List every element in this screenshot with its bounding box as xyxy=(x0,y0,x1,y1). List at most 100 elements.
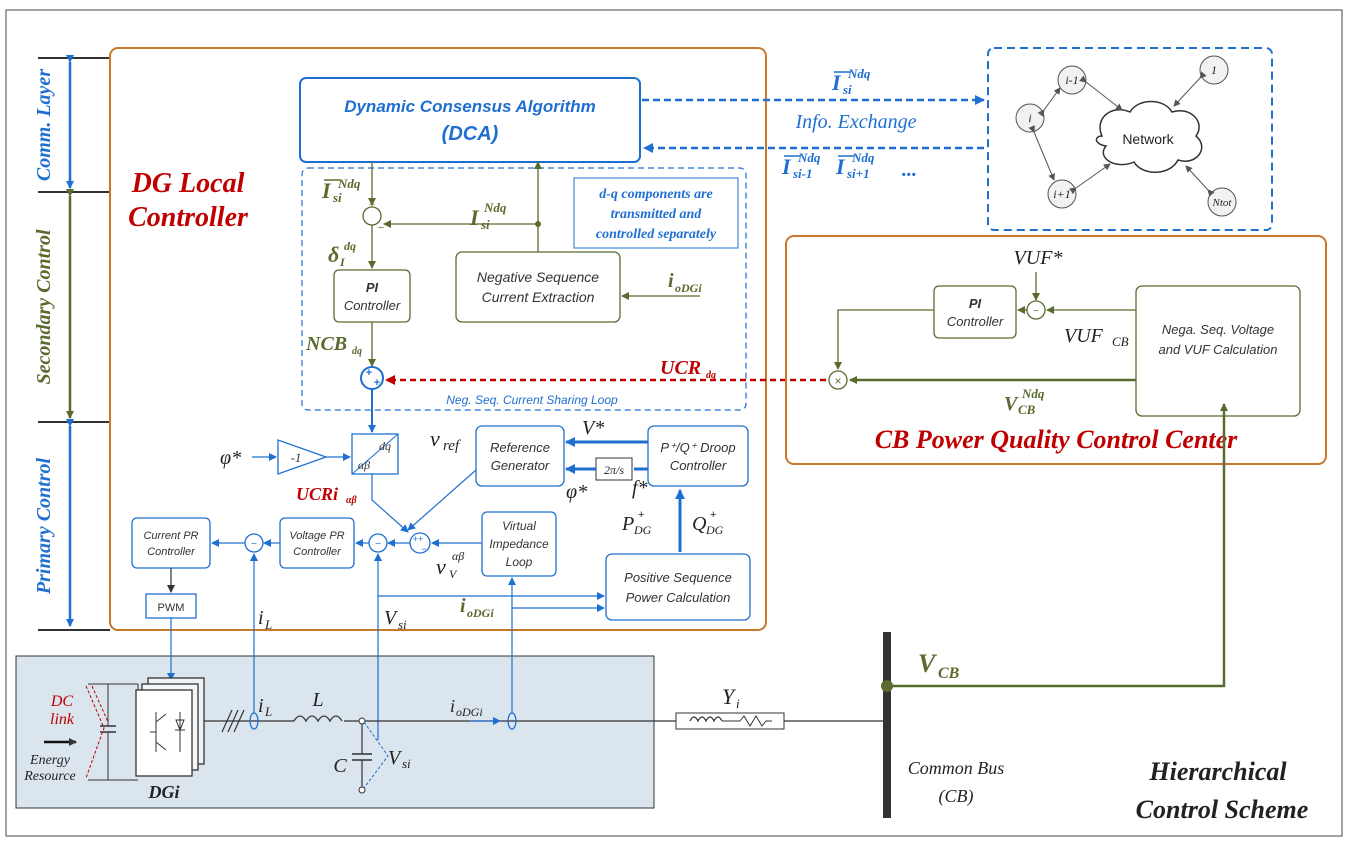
dc-link xyxy=(85,683,138,781)
svg-text:Ndq: Ndq xyxy=(797,150,821,165)
svg-text:DG: DG xyxy=(633,523,652,537)
primary-control-label: Primary Control xyxy=(33,457,55,595)
svg-text:Ntot: Ntot xyxy=(1212,197,1233,209)
dca-box xyxy=(299,77,641,163)
svg-text:Nega. Seq. Voltage: Nega. Seq. Voltage xyxy=(1162,322,1274,337)
svg-text:dq: dq xyxy=(379,439,391,453)
i-odgi-lower-label: i oDGi xyxy=(450,696,483,719)
v-star-label: V* xyxy=(582,417,604,439)
vuf-star-label: VUF* xyxy=(1014,247,1063,269)
svg-text:v: v xyxy=(436,554,446,579)
svg-text:I: I xyxy=(835,154,846,179)
svg-text:CB: CB xyxy=(1018,402,1036,417)
svg-text:v: v xyxy=(430,426,440,451)
v-ref-label: v ref xyxy=(430,426,461,454)
dca-line1: Dynamic Consensus Algorithm xyxy=(344,97,596,116)
svg-text:i: i xyxy=(450,696,455,716)
dg-local-line1: DG Local xyxy=(131,168,245,199)
svg-text:Power Calculation: Power Calculation xyxy=(626,590,731,605)
svg-text:−: − xyxy=(375,539,381,550)
svg-text:Controller: Controller xyxy=(147,546,196,558)
network-cloud xyxy=(1095,100,1203,173)
svg-text:UCRi: UCRi xyxy=(296,484,338,504)
svg-text:V: V xyxy=(449,567,458,581)
svg-text:i: i xyxy=(258,695,264,717)
svg-text:δ: δ xyxy=(328,242,339,267)
svg-text:dq: dq xyxy=(352,346,362,357)
capacitor-label: C xyxy=(333,755,347,777)
pi-controller-block xyxy=(333,269,411,323)
network-box xyxy=(987,47,1273,231)
dca-line2: (DCA) xyxy=(442,123,499,145)
v-si-lower-label: V si xyxy=(388,747,411,771)
svg-text:2π/s: 2π/s xyxy=(604,463,624,477)
svg-text:I: I xyxy=(339,255,346,269)
dq-note-line1: d-q components are xyxy=(599,187,713,202)
svg-text:Network: Network xyxy=(1122,131,1174,147)
svg-text:I: I xyxy=(469,205,480,230)
svg-text:−: − xyxy=(421,544,426,554)
svg-text:si: si xyxy=(842,82,852,97)
i-l-upper-label: i L xyxy=(258,607,272,632)
dq-note-line3: controlled separately xyxy=(596,227,717,242)
svg-text:oDGi: oDGi xyxy=(456,705,483,719)
dc-link-line2: link xyxy=(50,711,75,728)
svg-text:si+1: si+1 xyxy=(846,166,870,181)
svg-text:ref: ref xyxy=(443,438,461,454)
network-node-ip1: i+1 xyxy=(1047,179,1077,209)
svg-text:Q: Q xyxy=(692,513,707,535)
svg-text:V: V xyxy=(1004,393,1019,415)
phi-star-left: φ* xyxy=(220,447,241,469)
svg-text:Virtual: Virtual xyxy=(502,519,536,533)
f-star-label: f* xyxy=(632,477,648,499)
svg-text:PWM: PWM xyxy=(158,602,185,614)
svg-text:Controller: Controller xyxy=(947,314,1004,329)
i-si-minus1-label: I si-1 Ndq xyxy=(781,150,821,181)
inductor-label: L xyxy=(311,689,323,711)
svg-text:I: I xyxy=(831,70,842,95)
svg-text:−: − xyxy=(378,222,384,234)
svg-text:Impedance: Impedance xyxy=(489,537,549,551)
svg-text:i: i xyxy=(258,607,264,629)
info-exchange-label: Info. Exchange xyxy=(794,111,916,133)
svg-text:PI: PI xyxy=(969,296,982,311)
svg-text:si: si xyxy=(332,190,342,205)
i-odgi-primary-label: i oDGi xyxy=(460,595,494,620)
svg-text:V: V xyxy=(918,649,938,678)
network-node-ntot: Ntot xyxy=(1207,187,1237,217)
p-dg-label: P DG + xyxy=(621,509,652,537)
svg-text:Ndq: Ndq xyxy=(851,150,875,165)
neg-seq-loop-box xyxy=(301,167,747,411)
comm-layer-label: Comm. Layer xyxy=(33,69,55,181)
svg-text:P: P xyxy=(621,513,634,535)
three-phase-mark xyxy=(221,709,245,733)
svg-text:i: i xyxy=(1028,111,1031,125)
svg-text:P⁺/Q⁺ Droop: P⁺/Q⁺ Droop xyxy=(660,440,735,455)
virtual-impedance-block xyxy=(481,511,557,577)
phi-star-right: φ* xyxy=(566,481,587,503)
layer-indicator xyxy=(38,55,110,631)
svg-text:dq: dq xyxy=(344,239,356,253)
svg-text:si-1: si-1 xyxy=(792,166,813,181)
svg-text:Ndq: Ndq xyxy=(847,66,871,81)
i-si-plus1-label: I si+1 Ndq xyxy=(835,150,875,181)
neg-seq-extraction-line1: Negative Sequence xyxy=(477,269,599,285)
svg-text:-1: -1 xyxy=(291,450,302,465)
nega-seq-voltage-block xyxy=(1135,285,1301,417)
svg-text:CB: CB xyxy=(938,665,960,682)
y-i-label: Y i xyxy=(722,684,740,711)
common-bus-line1: Common Bus xyxy=(908,758,1005,778)
network-node-1: 1 xyxy=(1199,55,1229,85)
svg-text:I: I xyxy=(321,178,332,203)
svg-text:DG: DG xyxy=(705,523,724,537)
network-node-im1: i-1 xyxy=(1057,65,1087,95)
svg-text:NCB: NCB xyxy=(305,333,347,355)
svg-text:Loop: Loop xyxy=(506,555,533,569)
neg-seq-extraction-line2: Current Extraction xyxy=(482,289,595,305)
hierarchical-line2: Control Scheme xyxy=(1136,795,1309,824)
svg-text:αβ: αβ xyxy=(452,549,464,563)
svg-text:Voltage PR: Voltage PR xyxy=(289,530,344,542)
svg-text:Reference: Reference xyxy=(490,440,550,455)
dg-local-line2: Controller xyxy=(128,202,249,233)
